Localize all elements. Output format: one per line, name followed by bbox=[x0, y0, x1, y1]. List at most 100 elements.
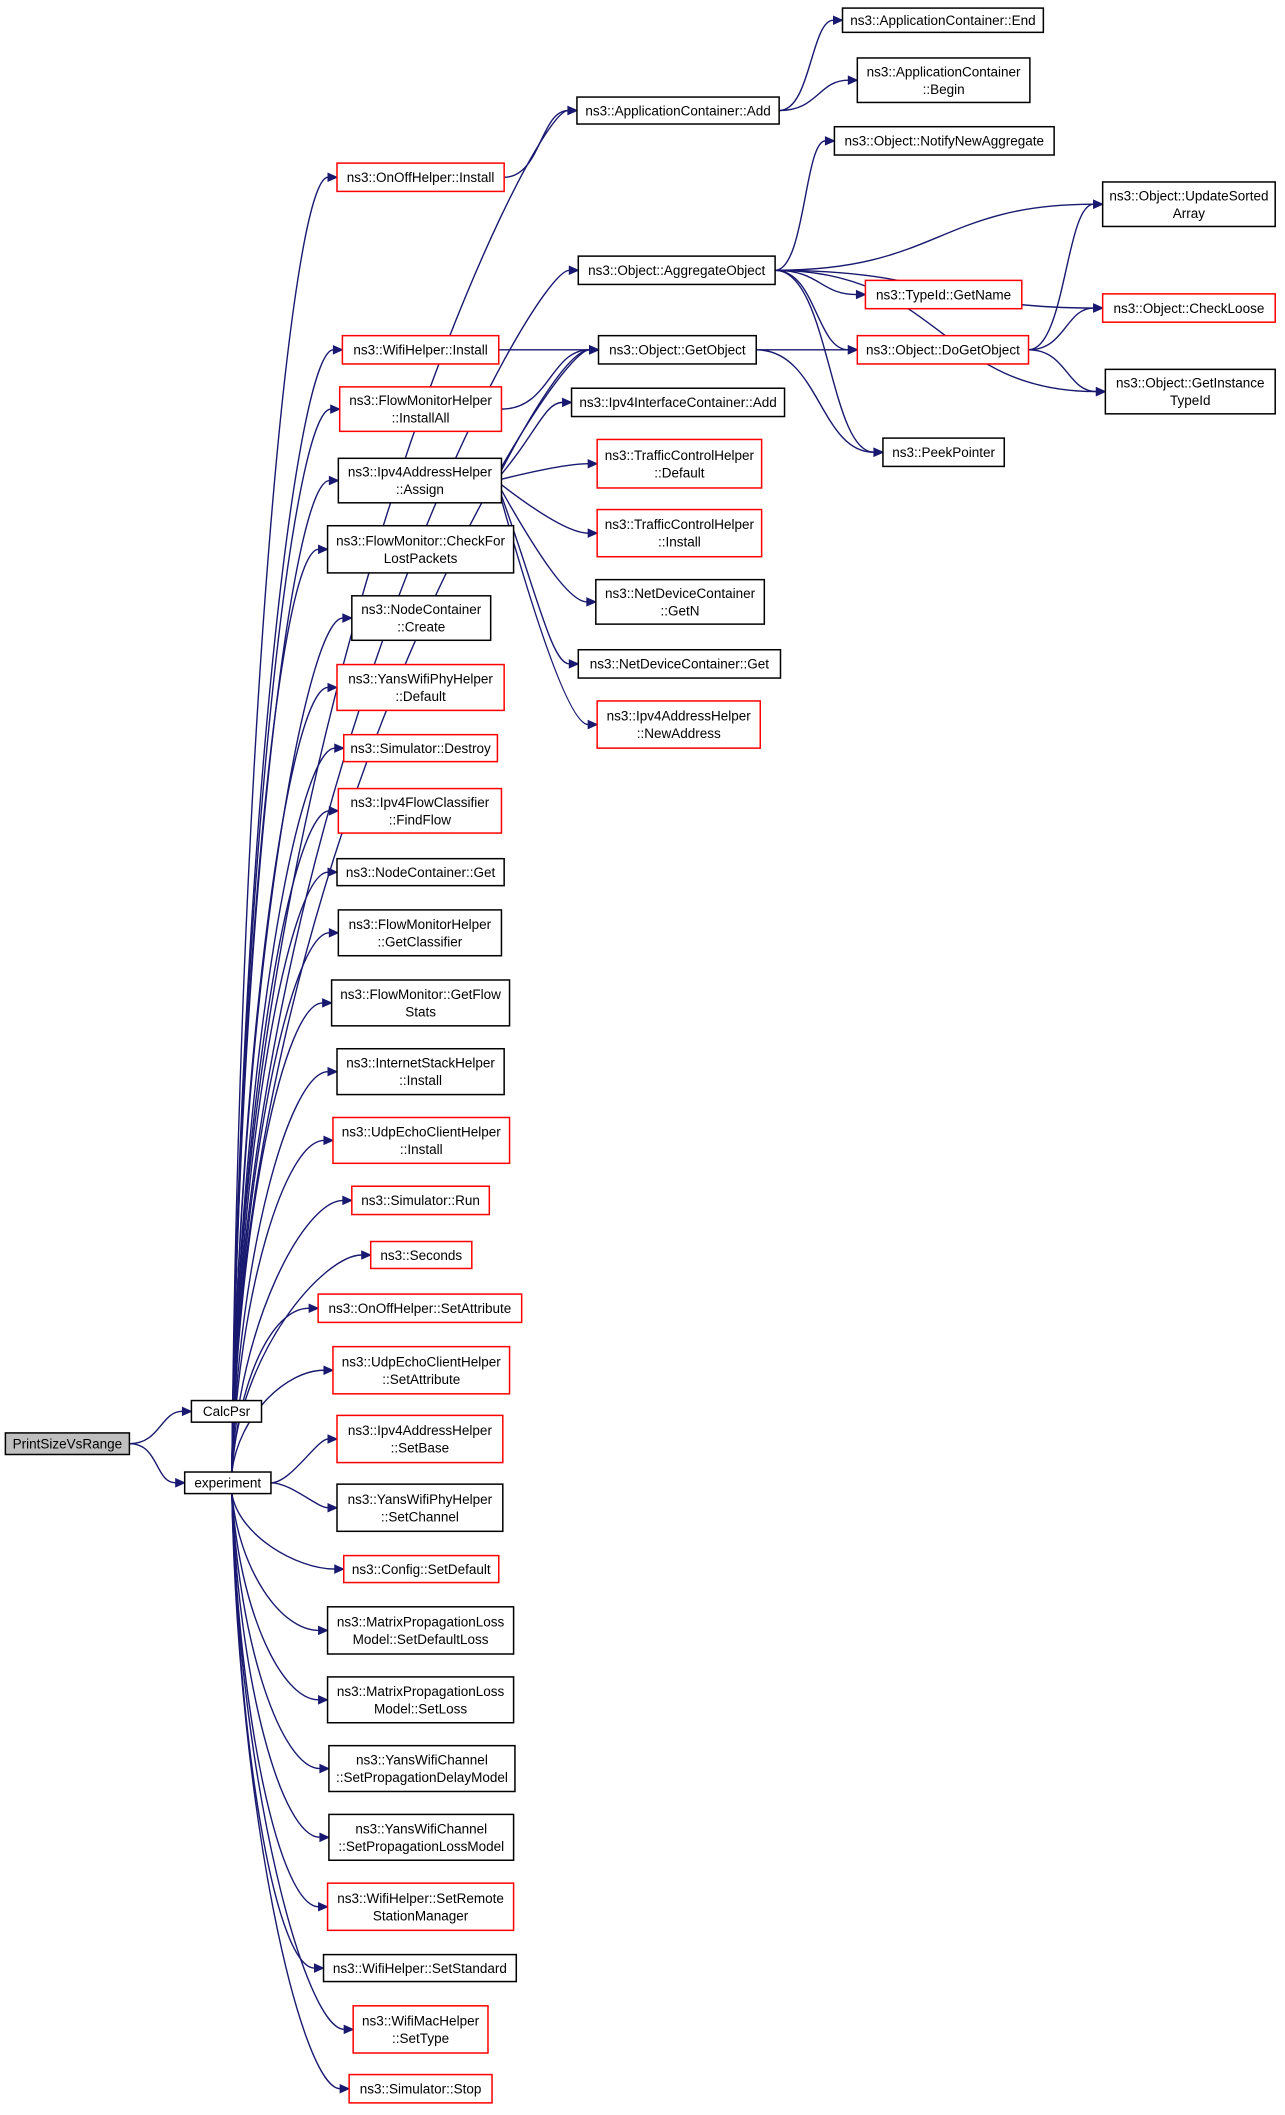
node-ac-add[interactable]: ns3::ApplicationContainer::Add bbox=[576, 96, 780, 125]
edge-experiment-to-sim_stop bbox=[231, 1493, 351, 2094]
node-ipv4ic-add[interactable]: ns3::Ipv4InterfaceContainer::Add bbox=[570, 387, 786, 418]
edge-line bbox=[775, 203, 1094, 271]
node-yans-phy-setchannel[interactable]: ns3::YansWifiPhyHelper::SetChannel bbox=[336, 1483, 504, 1533]
arrow-head bbox=[319, 1832, 331, 1843]
edge-experiment-to-ywc_setloss bbox=[231, 1493, 331, 1843]
arrow-head bbox=[323, 1135, 335, 1146]
node-label: ::Install bbox=[399, 1073, 442, 1088]
node-ndc-get[interactable]: ns3::NetDeviceContainer::Get bbox=[577, 648, 782, 679]
node-experiment[interactable]: experiment bbox=[183, 1471, 272, 1495]
node-fmh-getclassifier[interactable]: ns3::FlowMonitorHelper::GetClassifier bbox=[337, 909, 503, 957]
node-tch-install[interactable]: ns3::TrafficControlHelper::Install bbox=[596, 508, 763, 558]
node-label: ::Install bbox=[658, 535, 701, 550]
arrow-head bbox=[319, 1763, 331, 1774]
node-peekpointer[interactable]: ns3::PeekPointer bbox=[882, 437, 1006, 468]
node-label: ns3::Simulator::Stop bbox=[360, 2082, 482, 2097]
node-ipv4ah-setbase[interactable]: ns3::Ipv4AddressHelper::SetBase bbox=[336, 1414, 504, 1464]
edge-experiment-to-fm_getflowstats bbox=[231, 998, 333, 1473]
node-onoff-install[interactable]: ns3::OnOffHelper::Install bbox=[336, 162, 505, 193]
node-label: ::Begin bbox=[923, 82, 965, 97]
edge-line bbox=[495, 401, 563, 482]
node-dogetobject[interactable]: ns3::Object::DoGetObject bbox=[856, 334, 1030, 365]
node-box bbox=[322, 1953, 518, 1983]
node-wifi-install[interactable]: ns3::WifiHelper::Install bbox=[341, 334, 500, 365]
node-sim-stop[interactable]: ns3::Simulator::Stop bbox=[348, 2073, 493, 2104]
edge-experiment-to-ipv4ah_setbase bbox=[270, 1434, 339, 1484]
node-ipv4ah-newaddress[interactable]: ns3::Ipv4AddressHelper::NewAddress bbox=[596, 700, 762, 749]
node-ndc-getn[interactable]: ns3::NetDeviceContainer::GetN bbox=[595, 578, 766, 625]
node-box bbox=[330, 979, 511, 1027]
node-label: ::SetPropagationDelayModel bbox=[336, 1770, 508, 1785]
node-seconds[interactable]: ns3::Seconds bbox=[369, 1240, 473, 1270]
edge-getobject-to-peekpointer bbox=[756, 349, 885, 458]
edge-experiment-to-yans_phy_setchannel bbox=[270, 1482, 339, 1513]
node-typeid-getname[interactable]: ns3::TypeId::GetName bbox=[864, 279, 1023, 310]
node-label: LostPackets bbox=[384, 551, 458, 566]
arrow-head bbox=[327, 1434, 339, 1444]
edge-line bbox=[775, 269, 1097, 393]
node-sim-run[interactable]: ns3::Simulator::Run bbox=[351, 1185, 491, 1216]
node-label: ::SetAttribute bbox=[382, 1372, 460, 1387]
node-label: ns3::Ipv4FlowClassifier bbox=[351, 795, 490, 810]
node-config-setdefault[interactable]: ns3::Config::SetDefault bbox=[342, 1554, 500, 1584]
node-label: ns3::Object::DoGetObject bbox=[866, 343, 1020, 358]
node-sim-destroy[interactable]: ns3::Simulator::Destroy bbox=[342, 733, 499, 763]
node-ipv4fc-findflow[interactable]: ns3::Ipv4FlowClassifier::FindFlow bbox=[337, 787, 503, 834]
node-yans-phy-default[interactable]: ns3::YansWifiPhyHelper::Default bbox=[336, 663, 505, 712]
arrow-head bbox=[323, 1365, 335, 1376]
edge-line bbox=[231, 1070, 329, 1473]
arrow-head bbox=[361, 1250, 372, 1260]
node-label: ns3::YansWifiPhyHelper bbox=[348, 1492, 493, 1507]
node-label: ::SetType bbox=[392, 2031, 449, 2046]
node-label: ns3::PeekPointer bbox=[892, 445, 995, 460]
node-fm-installall[interactable]: ns3::FlowMonitorHelper::InstallAll bbox=[338, 386, 503, 433]
node-wh-setstandard[interactable]: ns3::WifiHelper::SetStandard bbox=[322, 1953, 518, 1983]
node-uech-setattr[interactable]: ns3::UdpEchoClientHelper::SetAttribute bbox=[332, 1345, 511, 1395]
node-nc-get[interactable]: ns3::NodeContainer::Get bbox=[336, 857, 505, 887]
node-box bbox=[577, 255, 776, 286]
node-ywc-setloss[interactable]: ns3::YansWifiChannel::SetPropagationLoss… bbox=[328, 1813, 515, 1861]
node-box bbox=[342, 733, 499, 763]
node-print[interactable]: PrintSizeVsRange bbox=[4, 1432, 131, 1456]
node-ish-install[interactable]: ns3::InternetStackHelper::Install bbox=[336, 1047, 505, 1096]
edge-experiment-to-wmh_settype bbox=[231, 1493, 355, 2035]
node-ac-begin[interactable]: ns3::ApplicationContainer::Begin bbox=[856, 57, 1031, 104]
arrow-head bbox=[824, 136, 836, 146]
node-uech-install[interactable]: ns3::UdpEchoClientHelper::Install bbox=[332, 1116, 511, 1165]
node-box bbox=[317, 1293, 523, 1324]
node-ywc-setdelay[interactable]: ns3::YansWifiChannel::SetPropagationDela… bbox=[328, 1744, 516, 1793]
node-onoff-setattr[interactable]: ns3::OnOffHelper::SetAttribute bbox=[317, 1293, 523, 1324]
edge-ipv4ah_assign-to-tch_install bbox=[495, 480, 599, 538]
node-label: ns3::Simulator::Destroy bbox=[350, 741, 491, 756]
node-ac-end[interactable]: ns3::ApplicationContainer::End bbox=[841, 7, 1045, 34]
node-label: ns3::MatrixPropagationLoss bbox=[337, 1614, 505, 1629]
node-nc-create[interactable]: ns3::NodeContainer::Create bbox=[351, 595, 492, 642]
node-notify-new-agg[interactable]: ns3::Object::NotifyNewAggregate bbox=[833, 125, 1055, 156]
node-label: Model::SetDefaultLoss bbox=[353, 1632, 489, 1647]
node-label: ::Assign bbox=[396, 482, 444, 497]
node-label: ns3::Ipv4AddressHelper bbox=[348, 1423, 493, 1438]
edge-line bbox=[231, 1493, 341, 2090]
node-calcpsr[interactable]: CalcPsr bbox=[190, 1399, 263, 1423]
node-label: ::SetPropagationLossModel bbox=[338, 1839, 504, 1854]
node-ipv4ah-assign[interactable]: ns3::Ipv4AddressHelper::Assign bbox=[337, 457, 503, 504]
edge-ipv4ah_assign-to-ipv4ic_add bbox=[495, 397, 573, 482]
node-checkloose[interactable]: ns3::Object::CheckLoose bbox=[1101, 293, 1276, 323]
arrow-head bbox=[342, 1195, 354, 1206]
arrow-head bbox=[318, 1901, 329, 1912]
node-tch-default[interactable]: ns3::TrafficControlHelper::Default bbox=[596, 438, 763, 489]
node-wmh-settype[interactable]: ns3::WifiMacHelper::SetType bbox=[352, 2005, 489, 2054]
arrow-head bbox=[314, 1963, 325, 1973]
node-aggregate[interactable]: ns3::Object::AggregateObject bbox=[577, 255, 776, 286]
node-box bbox=[326, 1882, 515, 1932]
node-mplm-setdefaultloss[interactable]: ns3::MatrixPropagationLossModel::SetDefa… bbox=[326, 1606, 515, 1655]
node-label: ns3::MatrixPropagationLoss bbox=[337, 1684, 505, 1699]
node-getobject[interactable]: ns3::Object::GetObject bbox=[597, 334, 757, 365]
node-label: ns3::Object::CheckLoose bbox=[1114, 301, 1265, 316]
